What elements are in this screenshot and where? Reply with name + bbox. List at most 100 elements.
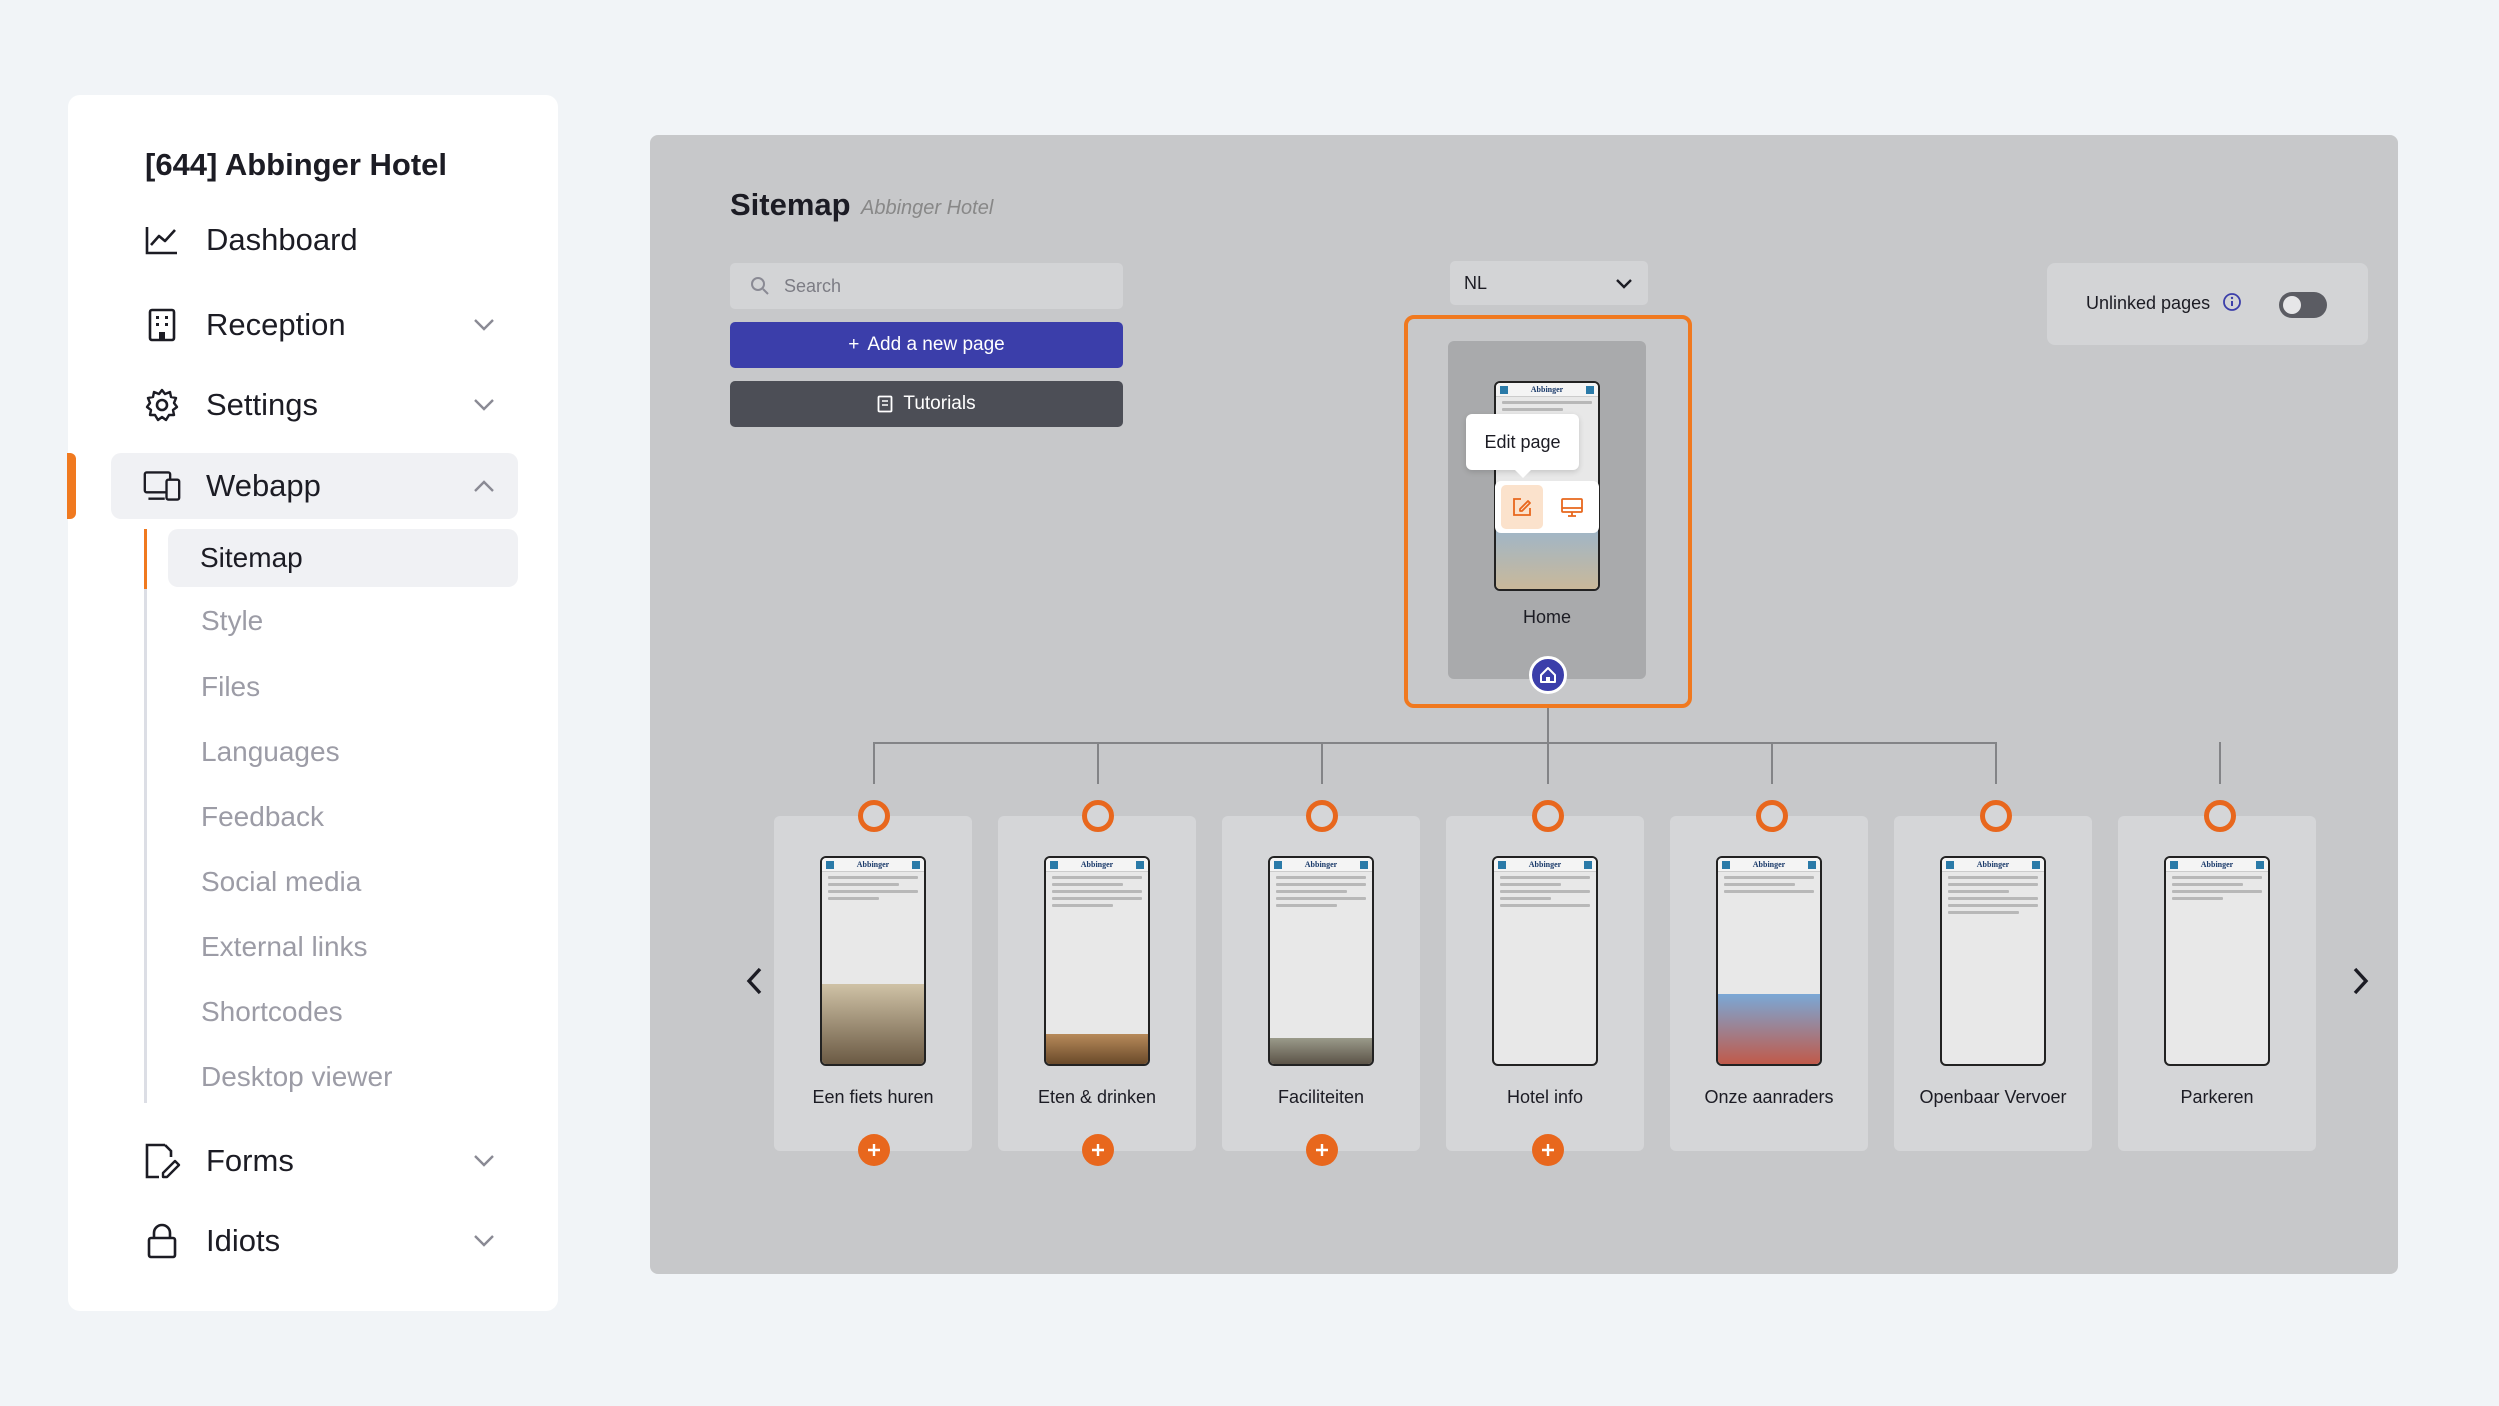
- nav-reception[interactable]: Reception: [68, 292, 558, 358]
- sub-external-links[interactable]: External links: [201, 931, 368, 962]
- sub-sitemap[interactable]: Sitemap: [168, 529, 518, 587]
- page-card-openbaar-vervoer[interactable]: Abbinger Openbaar Vervoer: [1894, 816, 2092, 1151]
- page-preview: Abbinger: [2164, 856, 2270, 1066]
- chevron-up-icon[interactable]: [470, 472, 498, 500]
- chart-line-icon: [143, 221, 181, 259]
- unlinked-pages-toggle[interactable]: [2279, 292, 2327, 318]
- search-placeholder: Search: [784, 275, 842, 296]
- preview-brand: Abbinger: [1046, 858, 1148, 872]
- chevron-down-icon[interactable]: [470, 1227, 498, 1255]
- tree-connector: [1097, 742, 1099, 784]
- page-title: Sitemap: [730, 187, 851, 222]
- tree-connector: [873, 742, 1997, 744]
- toggle-knob: [2283, 296, 2301, 314]
- tutorials-button[interactable]: Tutorials: [730, 381, 1123, 427]
- book-icon: [878, 395, 893, 413]
- edit-page-tooltip: Edit page: [1466, 414, 1579, 478]
- sub-feedback[interactable]: Feedback: [201, 801, 324, 832]
- submenu-active-indicator: [144, 529, 147, 589]
- page-preview: Abbinger: [820, 856, 926, 1066]
- chevron-down-icon[interactable]: [470, 391, 498, 419]
- page-subtitle: Abbinger Hotel: [861, 197, 994, 219]
- tree-connector: [1547, 708, 1549, 742]
- nav-label: Idiots: [206, 1223, 281, 1258]
- chevron-down-icon[interactable]: [470, 1147, 498, 1175]
- chevron-right-icon: [2353, 967, 2369, 995]
- page-card-een-fiets-huren[interactable]: Abbinger Een fiets huren: [774, 816, 972, 1151]
- add-subpage-button[interactable]: [1532, 1134, 1564, 1166]
- preview-brand: Abbinger: [1494, 858, 1596, 872]
- plus-icon: [1542, 1144, 1554, 1156]
- plus-icon: [1092, 1144, 1104, 1156]
- sub-languages[interactable]: Languages: [201, 736, 340, 767]
- add-page-button[interactable]: + Add a new page: [730, 322, 1123, 368]
- sub-files[interactable]: Files: [201, 671, 261, 702]
- page-card-faciliteiten[interactable]: Abbinger Faciliteiten: [1222, 816, 1420, 1151]
- connection-point[interactable]: [1082, 800, 1114, 832]
- page-actions: [1495, 481, 1599, 533]
- page-preview: Abbinger: [1940, 856, 2046, 1066]
- page-card-onze-aanraders[interactable]: Abbinger Onze aanraders: [1670, 816, 1868, 1151]
- edit-page-button[interactable]: [1501, 485, 1543, 529]
- home-page-label: Home: [1522, 607, 1571, 627]
- preview-brand: Abbinger: [822, 858, 924, 872]
- page-card-hotel-info[interactable]: Abbinger Hotel info: [1446, 816, 1644, 1151]
- nav-label: Webapp: [206, 468, 321, 503]
- page-preview: Abbinger: [1268, 856, 1374, 1066]
- chevron-down-icon[interactable]: [470, 311, 498, 339]
- nav-idiots[interactable]: Idiots: [68, 1208, 558, 1274]
- page-preview: Abbinger: [1716, 856, 1822, 1066]
- connection-point[interactable]: [1980, 800, 2012, 832]
- nav-label: Reception: [206, 307, 346, 342]
- add-subpage-button[interactable]: [858, 1134, 890, 1166]
- tree-connector: [1547, 742, 1549, 784]
- nav-label: Forms: [206, 1143, 294, 1178]
- page-label: Een fiets huren: [812, 1087, 934, 1107]
- nav-dashboard[interactable]: Dashboard: [68, 207, 558, 273]
- nav-webapp[interactable]: Webapp: [111, 453, 518, 519]
- info-icon[interactable]: [2221, 291, 2243, 313]
- sub-desktop-viewer[interactable]: Desktop viewer: [201, 1061, 393, 1092]
- search-input[interactable]: Search: [730, 263, 1123, 309]
- nav-settings[interactable]: Settings: [68, 372, 558, 438]
- home-card-highlight: [1404, 315, 1692, 708]
- add-page-label: Add a new page: [867, 334, 1005, 355]
- unlinked-pages-label: Unlinked pages: [2086, 293, 2211, 313]
- connection-point[interactable]: [858, 800, 890, 832]
- language-select[interactable]: NL: [1450, 261, 1648, 305]
- building-icon: [143, 306, 181, 344]
- home-icon: [1529, 656, 1567, 694]
- submenu-line: [144, 529, 147, 1103]
- preview-brand: Abbinger: [1496, 383, 1598, 397]
- page-card-parkeren[interactable]: Abbinger Parkeren: [2118, 816, 2316, 1151]
- sub-style[interactable]: Style: [201, 605, 264, 636]
- unlinked-pages-panel: Unlinked pages: [2047, 263, 2368, 345]
- tutorials-label: Tutorials: [903, 393, 976, 414]
- add-subpage-button[interactable]: [1306, 1134, 1338, 1166]
- sub-social-media[interactable]: Social media: [201, 866, 362, 897]
- connection-point[interactable]: [1756, 800, 1788, 832]
- page-card-eten-drinken[interactable]: Abbinger Eten & drinken: [998, 816, 1196, 1151]
- plus-icon: [1316, 1144, 1328, 1156]
- add-subpage-button[interactable]: [1082, 1134, 1114, 1166]
- page-label: Hotel info: [1506, 1087, 1584, 1107]
- connection-point[interactable]: [1532, 800, 1564, 832]
- nav-label: Dashboard: [206, 222, 358, 257]
- page-preview: Abbinger: [1492, 856, 1598, 1066]
- desktop-preview-button[interactable]: [1551, 485, 1593, 529]
- plus-icon: [868, 1144, 880, 1156]
- sub-shortcodes[interactable]: Shortcodes: [201, 996, 343, 1027]
- nav-forms[interactable]: Forms: [68, 1128, 558, 1194]
- scroll-left-arrow[interactable]: [735, 961, 775, 1001]
- gear-icon: [143, 386, 181, 424]
- page-label: Onze aanraders: [1704, 1087, 1834, 1107]
- tree-connector: [1321, 742, 1323, 784]
- page-label: Faciliteiten: [1277, 1087, 1365, 1107]
- page-label: Parkeren: [2180, 1087, 2254, 1107]
- scroll-right-arrow[interactable]: [2340, 961, 2380, 1001]
- hotel-name: [644] Abbinger Hotel: [145, 147, 447, 182]
- connection-point[interactable]: [2204, 800, 2236, 832]
- devices-icon: [143, 467, 181, 505]
- connection-point[interactable]: [1306, 800, 1338, 832]
- monitor-icon: [1561, 498, 1583, 517]
